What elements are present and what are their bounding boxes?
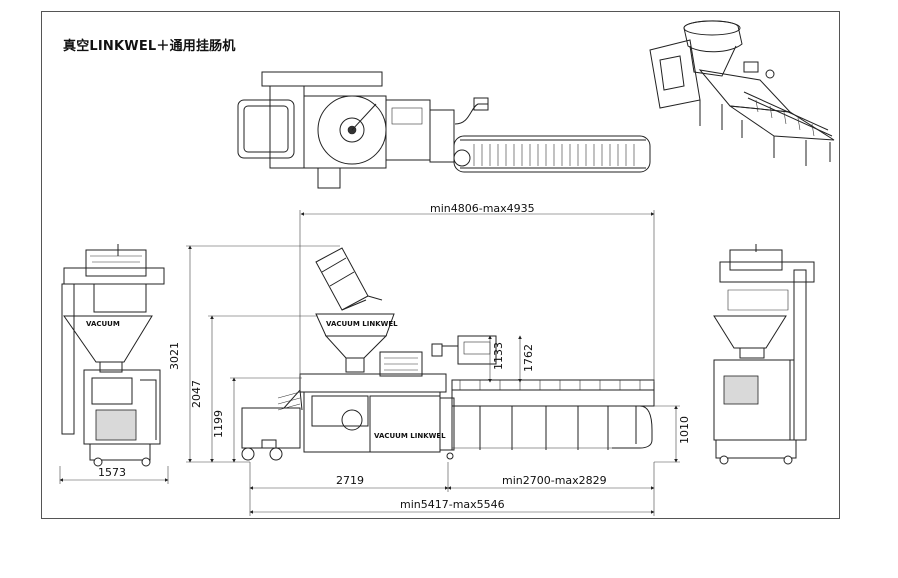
drawing-title: 真空LINKWEL＋通用挂肠机 bbox=[63, 39, 236, 54]
dim-height-control: 1133 bbox=[492, 342, 505, 370]
iso-view bbox=[649, 20, 835, 166]
brand-side-text: VACUUM bbox=[86, 320, 120, 328]
brand-body-text: VACUUM LINKWEL bbox=[374, 432, 446, 440]
dim-overall-bottom: min5417-max5546 bbox=[400, 498, 505, 511]
dim-side-width: 1573 bbox=[98, 466, 126, 479]
dim-right-length: min2700-max2829 bbox=[502, 474, 607, 487]
brand-hopper-text: VACUUM LINKWEL bbox=[326, 320, 398, 328]
left-side-view: VACUUM bbox=[61, 244, 165, 467]
dimension-lines: min4806-max4935 3021 2047 1199 1133 1762… bbox=[59, 202, 691, 516]
top-view bbox=[237, 71, 651, 189]
dim-overall-top: min4806-max4935 bbox=[430, 202, 535, 215]
right-side-view bbox=[713, 244, 815, 465]
front-view: VACUUM LINKWEL VACUUM LINKWEL bbox=[241, 247, 655, 461]
dim-height-table: 1199 bbox=[212, 410, 225, 438]
dim-height-right: 1010 bbox=[678, 416, 691, 444]
dim-height-control2: 1762 bbox=[522, 344, 535, 372]
dim-left-length: 2719 bbox=[336, 474, 364, 487]
dim-height-hopper: 2047 bbox=[190, 380, 203, 408]
dim-height-total: 3021 bbox=[168, 342, 181, 370]
